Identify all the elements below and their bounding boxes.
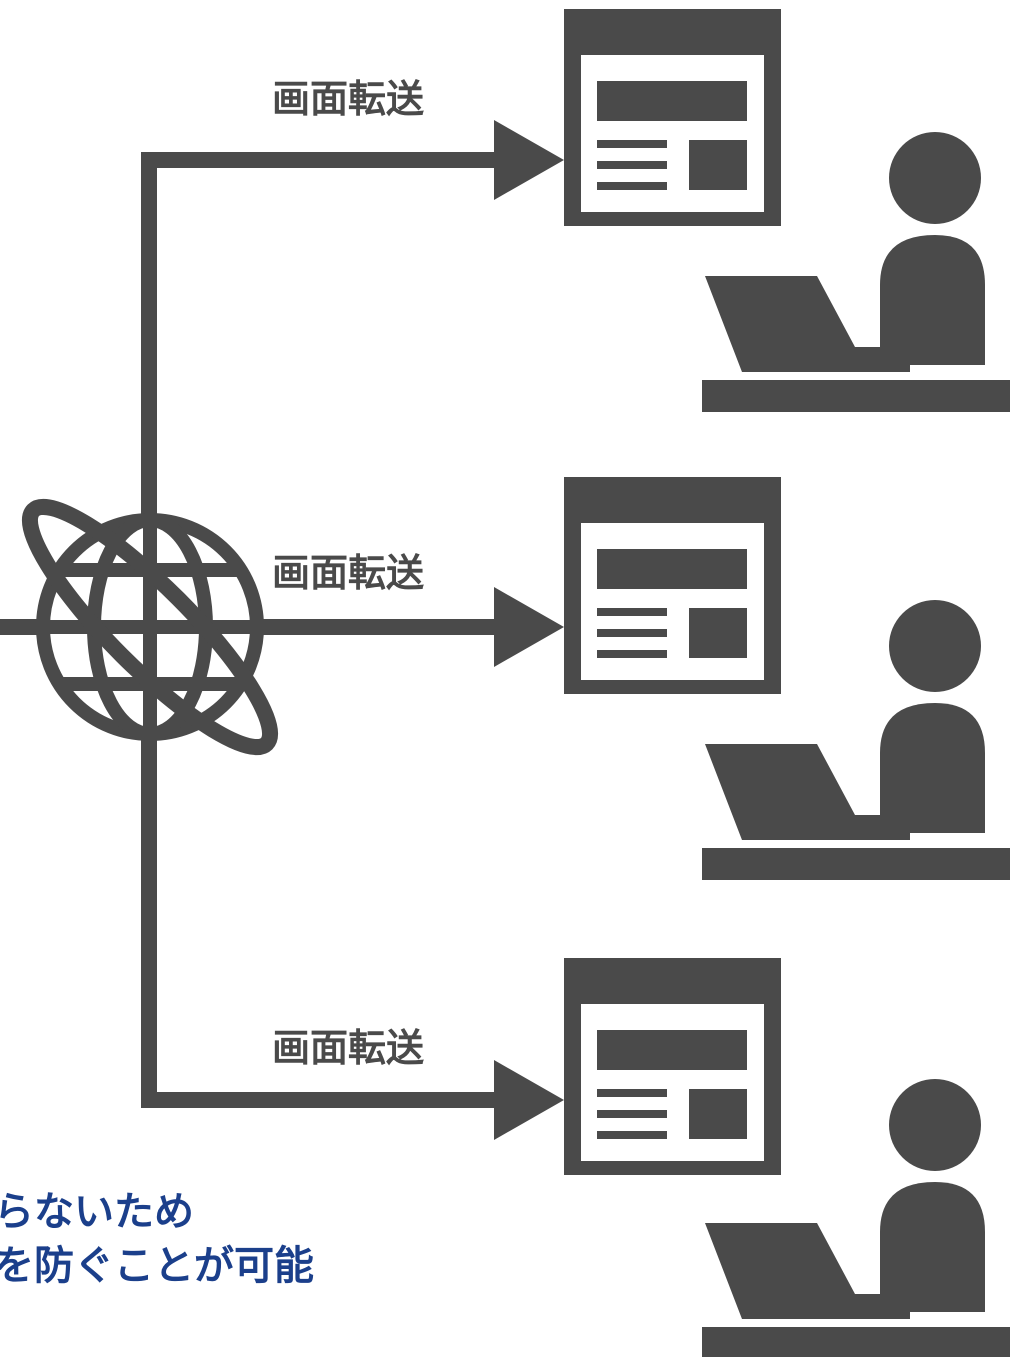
browser-window-icon bbox=[564, 9, 781, 226]
arrow-head-top bbox=[494, 120, 564, 200]
arrow-head-bottom bbox=[494, 1060, 564, 1140]
globe-network-icon bbox=[21, 498, 279, 756]
transfer-label-top: 画面転送 bbox=[272, 77, 424, 121]
caption-line-2: を防ぐことが可能 bbox=[0, 1243, 314, 1289]
arrow-head-middle bbox=[494, 587, 564, 667]
browser-window-icon bbox=[564, 958, 781, 1175]
transfer-label-bottom: 画面転送 bbox=[272, 1026, 424, 1070]
browser-window-icon bbox=[564, 477, 781, 694]
caption-text: らないため を防ぐことが可能 bbox=[0, 1185, 430, 1293]
caption-line-1: らないため bbox=[0, 1189, 194, 1235]
transfer-label-middle: 画面転送 bbox=[272, 551, 424, 595]
